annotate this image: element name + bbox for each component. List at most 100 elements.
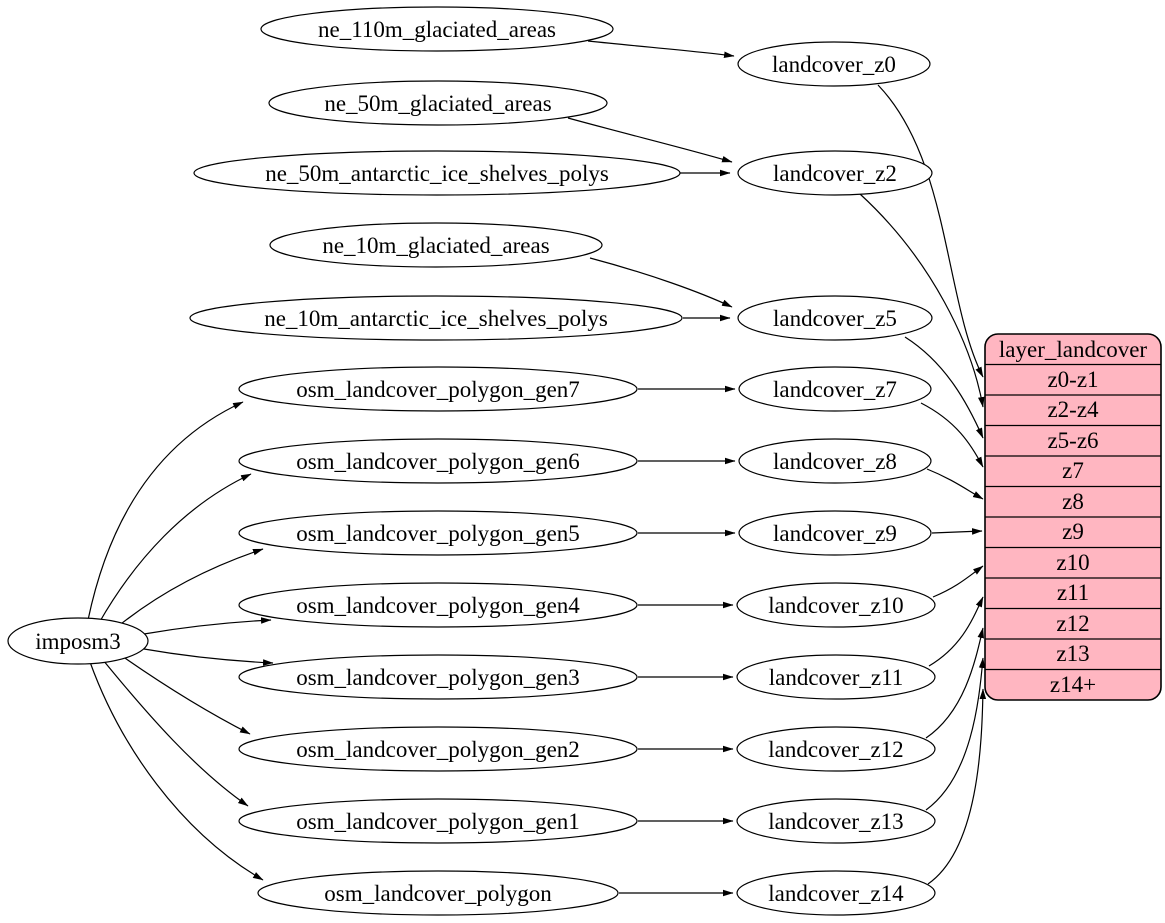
node-ellipse [238,582,638,628]
node-label: landcover_z2 [773,161,897,186]
node-osm-landcover-polygon-gen5: osm_landcover_polygon_gen5 [238,510,638,556]
table-row-z0-z1: z0-z1 [1047,367,1098,392]
edge-landcover-z7-to-row-z7 [920,402,984,468]
node-ellipse [269,222,603,268]
node-landcover-z2: landcover_z2 [737,150,933,196]
node-label: ne_50m_glaciated_areas [324,91,551,116]
node-ellipse [189,295,683,341]
node-label: ne_110m_glaciated_areas [318,17,556,42]
edge-imposm3-to-polygon [89,661,264,881]
node-ne-50m-glaciated-areas: ne_50m_glaciated_areas [268,80,608,126]
layer-landcover-table: layer_landcover z0-z1 z2-z4 z5-z6 z7 z8 … [984,333,1162,701]
table-row-z5-z6: z5-z6 [1047,428,1098,453]
node-label: ne_50m_antarctic_ice_shelves_polys [265,161,609,186]
node-ellipse [737,150,933,196]
node-osm-landcover-polygon-gen6: osm_landcover_polygon_gen6 [238,438,638,484]
table-row-z14plus: z14+ [1050,672,1096,697]
edge-landcover-z12-to-row-z12 [925,627,984,739]
node-ellipse [736,654,936,700]
edge-imposm3-to-gen2 [121,655,251,735]
node-landcover-z0: landcover_z0 [737,41,931,87]
node-landcover-z13: landcover_z13 [736,798,936,844]
table-row-z11: z11 [1057,580,1089,605]
node-ne-10m-antarctic-ice-shelves-polys: ne_10m_antarctic_ice_shelves_polys [189,295,683,341]
node-landcover-z14: landcover_z14 [736,870,936,916]
node-label: osm_landcover_polygon_gen7 [296,377,580,402]
node-ellipse [193,150,681,196]
node-osm-landcover-polygon-gen7: osm_landcover_polygon_gen7 [238,366,638,412]
node-landcover-z8: landcover_z8 [738,438,932,484]
edge-imposm3-to-gen5 [115,548,264,629]
node-imposm3: imposm3 [7,617,149,665]
node-label: landcover_z14 [768,881,904,906]
node-ellipse [257,870,619,916]
node-landcover-z7: landcover_z7 [738,366,932,412]
node-label: landcover_z10 [768,593,903,618]
node-landcover-z10: landcover_z10 [736,582,936,628]
edge-landcover-z11-to-row-z11 [928,596,984,667]
node-label: landcover_z9 [773,521,897,546]
table-row-z2-z4: z2-z4 [1047,397,1099,422]
edge-imposm3-to-gen6 [98,473,252,624]
node-osm-landcover-polygon-gen2: osm_landcover_polygon_gen2 [238,726,638,772]
edge-landcover-z13-to-row-z13 [925,657,986,811]
node-label: ne_10m_glaciated_areas [322,233,549,258]
edge-ne-50m-glaciated-areas-to-landcover-z2 [567,117,733,163]
node-ellipse [260,6,614,52]
table-row-z12: z12 [1056,611,1089,636]
table-row-z7: z7 [1062,458,1084,483]
node-label: osm_landcover_polygon_gen6 [296,449,580,474]
node-ellipse [268,80,608,126]
edge-landcover-z10-to-row-z10 [932,565,984,598]
edge-landcover-z0-to-row-z0-z1 [877,84,984,378]
node-ellipse [238,798,638,844]
node-ellipse [737,295,933,341]
node-label: landcover_z5 [773,306,897,331]
node-landcover-z5: landcover_z5 [737,295,933,341]
node-ellipse [238,654,638,700]
node-label: landcover_z0 [772,52,896,77]
node-ellipse [738,438,932,484]
node-ne-10m-glaciated-areas: ne_10m_glaciated_areas [269,222,603,268]
node-osm-landcover-polygon-gen1: osm_landcover_polygon_gen1 [238,798,638,844]
node-ellipse [238,726,638,772]
node-label: landcover_z12 [768,737,903,762]
node-osm-landcover-polygon: osm_landcover_polygon [257,870,619,916]
table-row-z13: z13 [1056,641,1089,666]
node-label: landcover_z7 [773,377,897,402]
node-ellipse [238,438,638,484]
node-ellipse [736,726,936,772]
table-row-z9: z9 [1062,519,1084,544]
node-osm-landcover-polygon-gen4: osm_landcover_polygon_gen4 [238,582,638,628]
node-landcover-z11: landcover_z11 [736,654,936,700]
node-ellipse [738,366,932,412]
node-label: osm_landcover_polygon_gen2 [296,737,580,762]
node-ellipse [238,366,638,412]
edges-layer [87,40,987,897]
node-label: landcover_z13 [768,809,903,834]
edge-landcover-z5-to-row-z5-z6 [904,336,984,439]
node-label: ne_10m_antarctic_ice_shelves_polys [264,306,608,331]
table-row-z8: z8 [1062,489,1084,514]
edge-landcover-z9-to-row-z9 [931,528,983,535]
node-ne-110m-glaciated-areas: ne_110m_glaciated_areas [260,6,614,52]
node-osm-landcover-polygon-gen3: osm_landcover_polygon_gen3 [238,654,638,700]
edge-landcover-z14-to-row-z14plus [927,688,987,885]
node-label: osm_landcover_polygon_gen3 [296,665,580,690]
node-ellipse [7,617,149,665]
node-label: imposm3 [35,629,121,654]
node-ellipse [737,41,931,87]
edge-ne-10m-glaciated-areas-to-landcover-z5 [589,257,733,308]
node-label: osm_landcover_polygon_gen5 [296,521,580,546]
node-ellipse [736,798,936,844]
node-landcover-z9: landcover_z9 [738,510,932,556]
edge-imposm3-to-gen3 [143,648,274,666]
edge-imposm3-to-gen1 [102,659,249,807]
node-ellipse [736,870,936,916]
edge-landcover-z2-to-row-z2-z4 [859,193,985,408]
node-ne-50m-antarctic-ice-shelves-polys: ne_50m_antarctic_ice_shelves_polys [193,150,681,196]
table-title: layer_landcover [999,337,1147,362]
edge-imposm3-to-gen7 [87,401,244,621]
